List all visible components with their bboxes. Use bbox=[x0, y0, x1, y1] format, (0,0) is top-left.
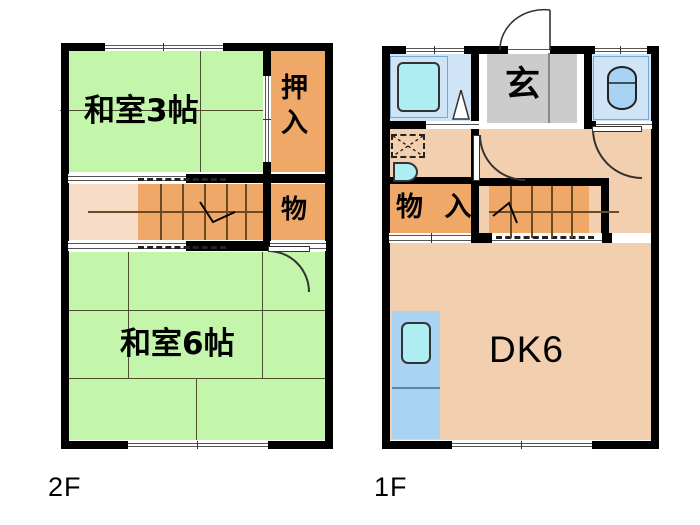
label-monoire-2f: 物 bbox=[281, 195, 308, 225]
door-swing-genkan-hall bbox=[479, 135, 525, 181]
tatami-line bbox=[68, 110, 263, 111]
window-sliding-bottom bbox=[128, 441, 268, 449]
window-genkan-door bbox=[508, 46, 550, 54]
wall-monoire-right bbox=[471, 183, 479, 239]
door-bathroom-sliding bbox=[426, 121, 479, 129]
window-bathroom bbox=[406, 46, 464, 54]
label-washitsu-3jo: 和室3帖 bbox=[84, 93, 199, 129]
washing-machine-x-icon bbox=[392, 135, 424, 157]
label-washitsu-6jo: 和室6帖 bbox=[120, 326, 235, 362]
stair-center-line bbox=[138, 211, 263, 213]
floor-label-1f: 1F bbox=[374, 472, 408, 502]
stair-extend-line-1f bbox=[589, 211, 619, 213]
tatami-line bbox=[68, 378, 326, 379]
entrance-door-swing bbox=[499, 8, 551, 51]
door-swing-toilet bbox=[592, 129, 642, 179]
tatami-line bbox=[262, 252, 263, 378]
floor-plan-2f: 和室3帖 押 入 物 和室6帖 2F bbox=[48, 43, 333, 502]
kitchen-sink-basin bbox=[401, 322, 431, 364]
stair-center-line-1f bbox=[489, 211, 589, 213]
toilet-icon bbox=[607, 66, 637, 110]
room-monoire-1f bbox=[389, 183, 471, 233]
bathtub-icon bbox=[397, 62, 440, 112]
window-sliding-6jo-top bbox=[68, 241, 186, 251]
door-panel-genkan-hall bbox=[473, 135, 480, 181]
floor-label-2f: 2F bbox=[48, 472, 82, 502]
door-panel-6jo bbox=[268, 246, 310, 252]
washbasin-icon bbox=[393, 162, 418, 182]
wall-stair-right bbox=[601, 178, 609, 239]
window-sliding-3jo-bottom bbox=[68, 174, 186, 183]
label-oshiire-char2: 入 bbox=[281, 108, 308, 139]
wall-right-1f bbox=[651, 46, 659, 449]
window-monoire-1f-bottom bbox=[389, 233, 471, 243]
room-oshiire bbox=[270, 50, 326, 172]
wall-stair-top bbox=[479, 178, 609, 186]
wall-genkan-toilet bbox=[584, 46, 592, 129]
window-sliding-top bbox=[105, 43, 223, 51]
wall-bath-genkan bbox=[471, 46, 479, 129]
room-washitsu-3jo bbox=[68, 50, 263, 172]
stair-direction-arrow-1f bbox=[492, 201, 518, 224]
kitchen-lower-unit bbox=[392, 387, 440, 439]
tatami-line bbox=[196, 378, 197, 440]
bathtub-surround bbox=[390, 56, 448, 118]
tatami-line bbox=[128, 252, 129, 378]
window-sliding-interior-vertical bbox=[263, 76, 271, 162]
door-toilet-opening bbox=[596, 121, 652, 129]
label-genkan: 玄 bbox=[505, 65, 541, 105]
stair-opening-dashed-1f bbox=[496, 236, 594, 239]
tatami-line bbox=[200, 50, 201, 172]
toilet-surround bbox=[593, 56, 649, 120]
wall-left-1f bbox=[382, 46, 390, 449]
landing-line bbox=[88, 211, 138, 213]
wall-corner bbox=[584, 121, 592, 129]
wall-washroom-bottom bbox=[382, 177, 479, 184]
kitchen-unit-divider bbox=[392, 387, 440, 389]
stair-opening-dashed-2 bbox=[138, 246, 226, 249]
label-oshiire-char1: 押 bbox=[281, 73, 308, 104]
genkan-step-line bbox=[548, 53, 550, 123]
room-monoire-2f bbox=[270, 184, 326, 240]
label-dk6: DK6 bbox=[489, 329, 564, 370]
window-toilet bbox=[595, 46, 647, 54]
washing-machine-space bbox=[391, 134, 425, 158]
tatami-line bbox=[68, 310, 326, 311]
window-dk-bottom bbox=[452, 441, 592, 449]
stair-direction-arrow bbox=[199, 201, 236, 224]
door-panel-toilet bbox=[592, 126, 642, 132]
stair-opening-dashed bbox=[138, 178, 226, 181]
label-monoire-1f: 物 入 bbox=[396, 192, 478, 223]
bath-door-icon bbox=[452, 90, 470, 120]
room-genkan bbox=[487, 53, 577, 123]
